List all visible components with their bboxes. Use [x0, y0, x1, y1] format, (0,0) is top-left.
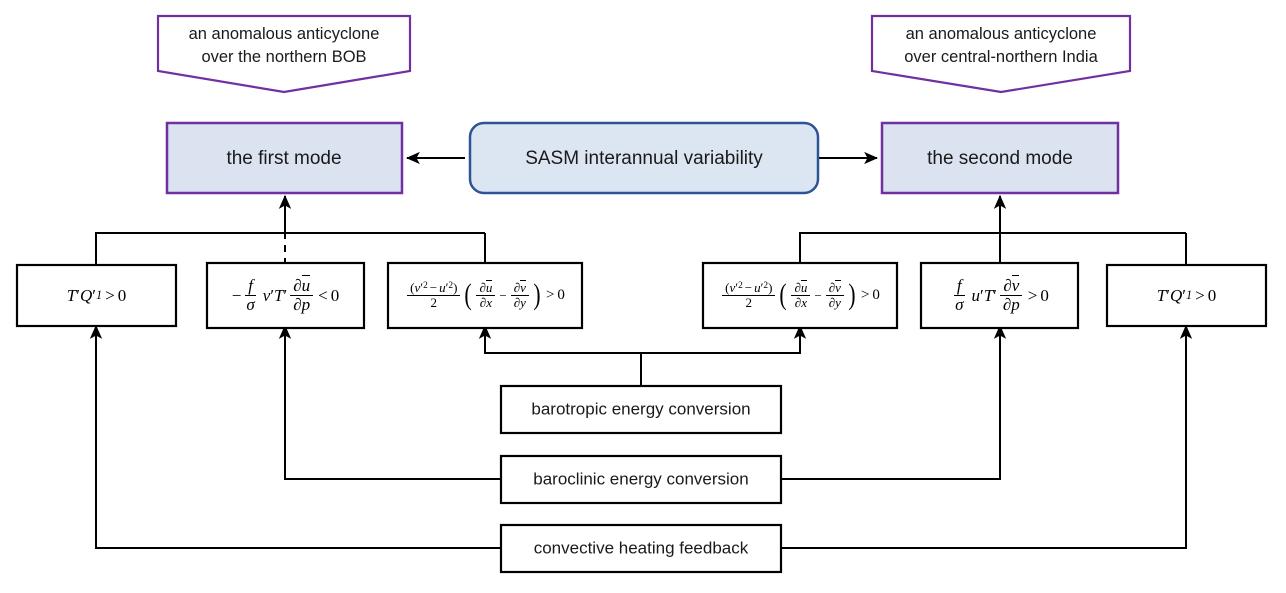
process-label-convective: convective heating feedback	[534, 538, 749, 557]
first-mode-box[interactable]	[165, 121, 404, 195]
edge-right-barotropic-to-bracket	[799, 232, 1186, 265]
center-sasm-box[interactable]	[468, 121, 820, 195]
edge-barotropic-to-left-formula	[478, 324, 642, 386]
first-mode-label: the first mode	[226, 148, 341, 169]
edge-barotropic-to-right-formula	[640, 324, 807, 386]
edge-baroclinic-to-right-formula	[781, 324, 1007, 480]
formula-box-right-barotropic[interactable]	[701, 261, 899, 330]
banner-left-line2: over the northern BOB	[201, 48, 366, 66]
banner-right-shape	[870, 14, 1132, 94]
banner-left-line1: an anomalous anticyclone	[189, 25, 380, 43]
center-sasm-label: SASM interannual variability	[525, 148, 763, 169]
process-box-convective[interactable]	[499, 523, 783, 574]
process-label-baroclinic: baroclinic energy conversion	[533, 469, 748, 488]
process-label-barotropic: barotropic energy conversion	[531, 399, 750, 418]
process-box-barotropic[interactable]	[499, 384, 783, 435]
formula-box-left-heating[interactable]	[15, 263, 178, 328]
second-mode-label: the second mode	[927, 148, 1073, 169]
edge-left-heating-to-bracket	[95, 232, 485, 265]
formula-box-left-baroclinic[interactable]	[205, 261, 366, 330]
second-mode-box[interactable]	[880, 121, 1120, 195]
edge-convective-to-right-formula	[781, 324, 1193, 549]
process-box-baroclinic[interactable]	[499, 454, 783, 505]
formula-box-right-heating[interactable]	[1105, 263, 1268, 328]
edge-baroclinic-to-left-formula	[278, 324, 501, 480]
banner-right-line2: over central-northern India	[904, 48, 1098, 66]
banner-right-line1: an anomalous anticyclone	[906, 25, 1097, 43]
banner-left-shape	[156, 14, 412, 94]
edge-convective-to-left-formula	[89, 324, 501, 549]
formula-box-left-barotropic[interactable]	[386, 261, 584, 330]
formula-box-right-baroclinic[interactable]	[919, 261, 1080, 330]
